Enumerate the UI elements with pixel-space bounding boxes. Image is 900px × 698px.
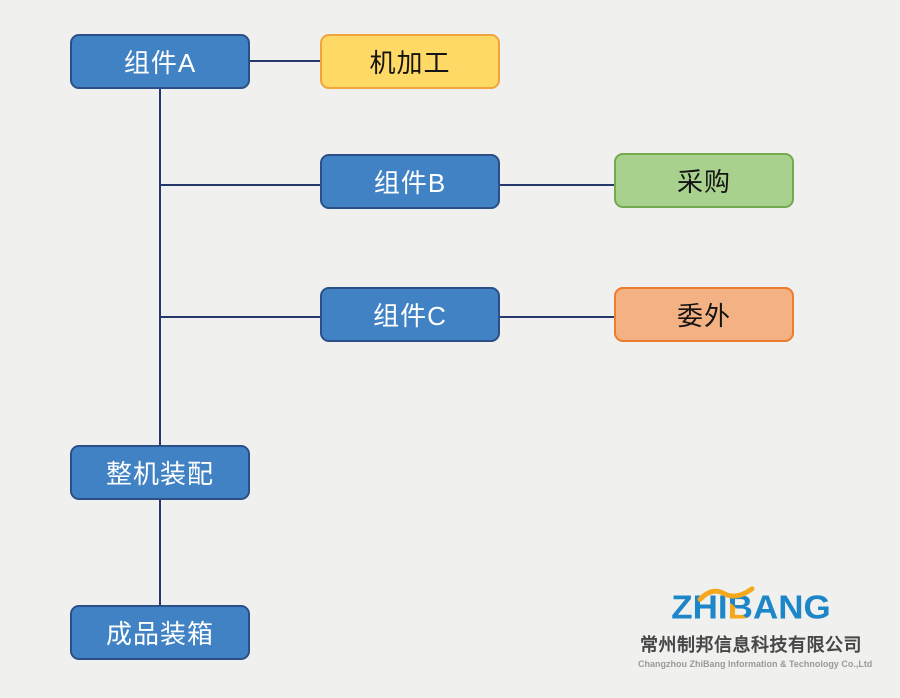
wordmark-segment-zhi: ZHI xyxy=(671,588,728,627)
node-component-b[interactable]: 组件B xyxy=(320,154,500,209)
company-name-cn: 常州制邦信息科技有限公司 xyxy=(640,635,862,655)
node-finished-packing[interactable]: 成品装箱 xyxy=(70,605,250,660)
wordmark-segment-ang: ANG xyxy=(752,588,831,627)
connector-branch-componentC xyxy=(161,316,320,318)
node-machining[interactable]: 机加工 xyxy=(320,34,500,89)
node-purchasing[interactable]: 采购 xyxy=(614,153,794,208)
zhibang-logo: ZHIBANG 常州制邦信息科技有限公司 Changzhou ZhiBang I… xyxy=(638,586,873,669)
connector-branch-componentB xyxy=(161,184,320,186)
node-component-c[interactable]: 组件C xyxy=(320,287,500,342)
node-final-assembly[interactable]: 整机装配 xyxy=(70,445,250,500)
wordmark-segment-b: B xyxy=(727,588,753,627)
zhibang-wordmark: ZHIBANG xyxy=(671,586,831,627)
node-outsourcing[interactable]: 委外 xyxy=(614,287,794,342)
connector-componentA-machining xyxy=(250,60,320,62)
connector-componentC-outsourcing xyxy=(500,316,614,318)
connector-componentB-purchasing xyxy=(500,184,614,186)
connector-trunk-vertical xyxy=(159,89,161,446)
node-component-a[interactable]: 组件A xyxy=(70,34,250,89)
company-name-en: Changzhou ZhiBang Information & Technolo… xyxy=(638,659,873,669)
connector-assembly-packing xyxy=(159,500,161,605)
